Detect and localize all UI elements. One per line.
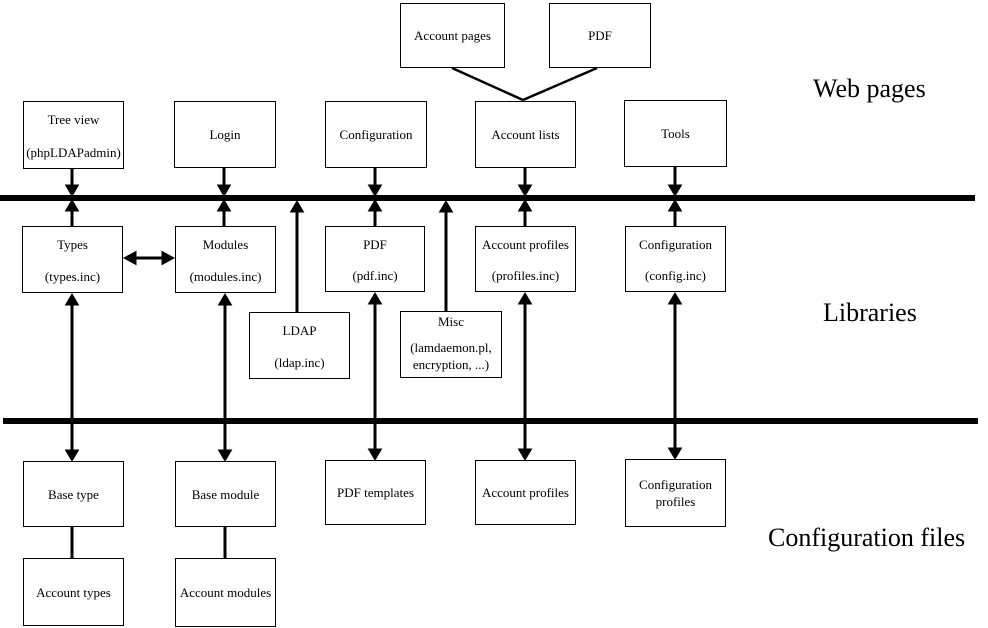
arrow-configuration-pdf: [367, 168, 383, 226]
arrow-pdf-pdf-templates: [367, 292, 383, 461]
connector-account-pages-to-account-lists: [451, 66, 524, 102]
box-sublabel: (pdf.inc): [352, 268, 398, 283]
box-label: PDF: [588, 28, 612, 43]
box-account-modules: Account modules: [175, 558, 276, 627]
box-sublabel: (lamdaemon.pl,: [410, 340, 492, 355]
arrow-modules-base-module: [217, 293, 233, 462]
box-tools: Tools: [624, 100, 727, 167]
box-account-profiles-files: Account profiles: [475, 460, 576, 525]
arrow-config-lib-config-profiles: [667, 292, 683, 460]
box-label: Account types: [36, 584, 111, 600]
box-account-lists: Account lists: [475, 101, 576, 168]
arrow-login-modules: [216, 168, 232, 226]
box-sublabel-group: (lamdaemon.pl, encryption, ...): [410, 339, 492, 373]
box-sublabel: (phpLDAPadmin): [26, 145, 121, 160]
box-label: Account profiles: [481, 485, 569, 500]
arrow-types-base-type: [64, 293, 80, 462]
arrow-tree-view-types: [64, 168, 80, 226]
box-label: Account profiles: [481, 237, 569, 252]
box-sublabel: (ldap.inc): [274, 355, 325, 370]
box-misc: Misc (lamdaemon.pl, encryption, ...): [400, 311, 502, 378]
box-account-pages: Account pages: [400, 3, 505, 68]
box-base-type: Base type: [23, 461, 124, 527]
box-label: Misc: [438, 314, 464, 329]
box-label: PDF templates: [337, 485, 414, 500]
box-login: Login: [174, 101, 276, 168]
box-tree-view: Tree view (phpLDAPadmin): [23, 101, 124, 169]
box-account-types: Account types: [23, 558, 124, 626]
box-label: Base module: [191, 486, 260, 502]
arrow-account-lists-profiles: [517, 168, 533, 226]
box-label: Types: [57, 237, 88, 252]
box-label: Account pages: [414, 28, 491, 43]
box-label: Base type: [48, 486, 99, 502]
arrow-tools-configuration: [667, 167, 683, 226]
box-pdf-templates: PDF templates: [325, 460, 426, 525]
box-modules: Modules (modules.inc): [175, 226, 276, 293]
box-ldap: LDAP (ldap.inc): [249, 312, 350, 379]
box-types: Types (types.inc): [22, 226, 123, 293]
section-label-configuration-files: Configuration files: [768, 523, 966, 552]
box-label: profiles: [655, 494, 696, 509]
box-configuration-profiles: Configuration profiles: [625, 459, 726, 527]
box-configuration-lib: Configuration (config.inc): [625, 226, 726, 292]
box-label-group: Configuration profiles: [639, 476, 712, 510]
box-label: Tree view: [47, 112, 100, 127]
box-base-module: Base module: [175, 461, 276, 527]
box-pdf-lib: PDF (pdf.inc): [325, 226, 425, 292]
box-label: Configuration: [639, 477, 712, 492]
box-sublabel: (profiles.inc): [491, 268, 560, 283]
box-sublabel: (modules.inc): [189, 269, 262, 284]
box-label: Account modules: [179, 585, 272, 600]
arrow-profiles-lib-profiles-files: [517, 292, 533, 461]
section-label-libraries: Libraries: [823, 298, 917, 327]
box-label: Configuration: [339, 127, 413, 142]
box-pdf-page: PDF: [549, 3, 651, 68]
box-label: Configuration: [639, 237, 712, 252]
box-label: Modules: [202, 237, 249, 252]
arrow-ldap-to-bus: [289, 200, 305, 312]
section-label-web-pages: Web pages: [813, 74, 926, 103]
box-account-profiles-lib: Account profiles (profiles.inc): [475, 226, 576, 292]
box-sublabel: (types.inc): [44, 269, 101, 284]
box-label: Tools: [661, 126, 690, 141]
box-label: Account lists: [491, 127, 560, 142]
box-sublabel: encryption, ...): [412, 357, 490, 372]
connector-pdf-to-account-lists: [522, 66, 598, 102]
box-label: Login: [209, 127, 241, 142]
box-label: LDAP: [282, 323, 317, 338]
arrow-misc-to-bus: [438, 200, 454, 311]
box-sublabel: (config.inc): [644, 268, 706, 283]
box-label: PDF: [363, 237, 387, 252]
box-configuration-page: Configuration: [325, 101, 427, 168]
arrow-types-modules: [122, 250, 176, 266]
